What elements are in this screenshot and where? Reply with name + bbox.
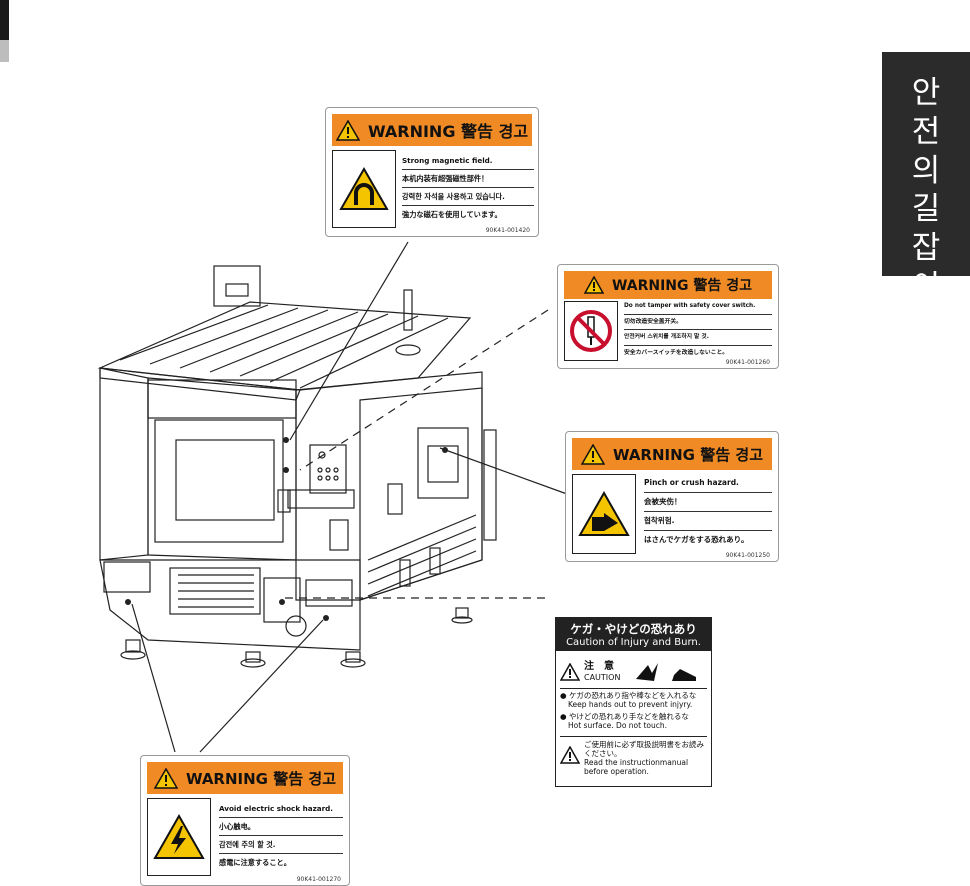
section-tab-char: 이 [911, 268, 941, 305]
label-line: 강력한 자석을 사용하고 있습니다. [402, 188, 534, 206]
caution-note-en-1: Read the instructionmanual [584, 758, 689, 767]
label-code: 90K41-001270 [296, 876, 341, 883]
label-line: 本机内装有超强磁性部件！ [402, 170, 534, 188]
corner-mark [0, 0, 9, 40]
label-line: Do not tamper with safety cover switch. [624, 299, 772, 315]
label-line: 切勿改造安全盖开关。 [624, 315, 772, 330]
label-line: 会被夹伤！ [644, 493, 772, 512]
leader-line-pinch [439, 447, 568, 495]
pinch-hand-icon [572, 474, 636, 554]
label-line: 감전에 주의 할 것. [219, 836, 343, 854]
caution-header: ケガ・やけどの恐れあり Caution of Injury and Burn. [556, 618, 711, 651]
caution-title-jp: ケガ・やけどの恐れあり [570, 622, 697, 636]
leader-line-magnetic [289, 241, 409, 441]
label-header: WARNING 警告 경고 [147, 762, 343, 794]
section-tab-char: 잡 [911, 230, 941, 266]
warning-label-magnetic: WARNING 警告 경고 Strong magnetic field. 本机内… [325, 107, 539, 237]
caution-title-en: Caution of Injury and Burn. [566, 637, 701, 648]
label-line: はさんでケガをする恐れあり。 [644, 535, 749, 544]
magnet-icon [332, 150, 396, 228]
section-tab[interactable]: 안 전 의 길 잡 이 [882, 52, 970, 305]
label-header: WARNING 警告 경고 [564, 271, 772, 299]
caution-item-1-jp: ● ケガの恐れあり指や棒などを入れるな [560, 691, 697, 700]
warning-triangle-icon [335, 119, 360, 141]
label-header: WARNING 警告 경고 [332, 114, 532, 146]
label-line: Pinch or crush hazard. [644, 474, 772, 493]
electric-shock-icon [147, 798, 211, 876]
warning-label-pinch: WARNING 警告 경고 Pinch or crush hazard. 会被夹… [565, 431, 779, 562]
label-header: WARNING 警告 경고 [572, 438, 772, 470]
label-line: 안전커버 스위치를 개조하지 말 것. [624, 330, 772, 346]
section-tab-char: 전 [911, 113, 941, 150]
leader-line-safety-cover [299, 309, 549, 471]
label-line: Strong magnetic field. [402, 152, 534, 170]
caution-item-1-en: Keep hands out to prevent injyry. [568, 700, 693, 709]
warning-triangle-icon [153, 767, 178, 789]
leader-line-shock-2 [199, 619, 324, 753]
corner-mark-gray [0, 40, 9, 62]
warning-triangle-icon [583, 276, 604, 294]
label-code: 90K41-001260 [725, 359, 770, 366]
label-code: 90K41-001250 [725, 552, 770, 559]
label-line: 협착위험. [644, 512, 772, 531]
warning-label-shock: WARNING 警告 경고 Avoid electric shock hazar… [140, 755, 350, 886]
label-line: 小心触电。 [219, 818, 343, 836]
caution-note-en-2: before operation. [584, 767, 649, 776]
caution-item-2-en: Hot surface. Do not touch. [568, 721, 667, 730]
leader-line-shock-1 [131, 603, 176, 753]
label-line: 強力な磁石を使用しています。 [402, 210, 502, 219]
caution-note-jp: ご使用前に必ず取扱説明書をお読みください。 [584, 740, 704, 758]
section-tab-char: 의 [911, 152, 941, 189]
label-line: 安全カバースイッチを改造しないこと。 [624, 349, 729, 356]
label-line: Avoid electric shock hazard. [219, 800, 343, 818]
section-tab-char: 안 [911, 75, 941, 111]
section-tab-char: 길 [911, 191, 941, 228]
warning-label-safety-cover: WARNING 警告 경고 Do not tamper with safety … [557, 264, 779, 369]
label-code: 90K41-001420 [485, 227, 530, 234]
no-tamper-icon [564, 301, 618, 361]
caution-triangle-icon [560, 663, 580, 681]
label-line: 感電に注意すること。 [219, 858, 291, 867]
caution-badge-en: CAUTION [584, 673, 621, 683]
caution-item-2-jp: ● やけどの恐れあり手などを触れるな [560, 712, 689, 721]
warning-triangle-icon [580, 443, 605, 465]
caution-badge-jp: 注 意 [584, 661, 614, 673]
fan-and-hot-surface-icon [636, 663, 697, 681]
caution-label: ケガ・やけどの恐れあり Caution of Injury and Burn. … [555, 617, 712, 787]
read-manual-triangle-icon [560, 746, 580, 764]
